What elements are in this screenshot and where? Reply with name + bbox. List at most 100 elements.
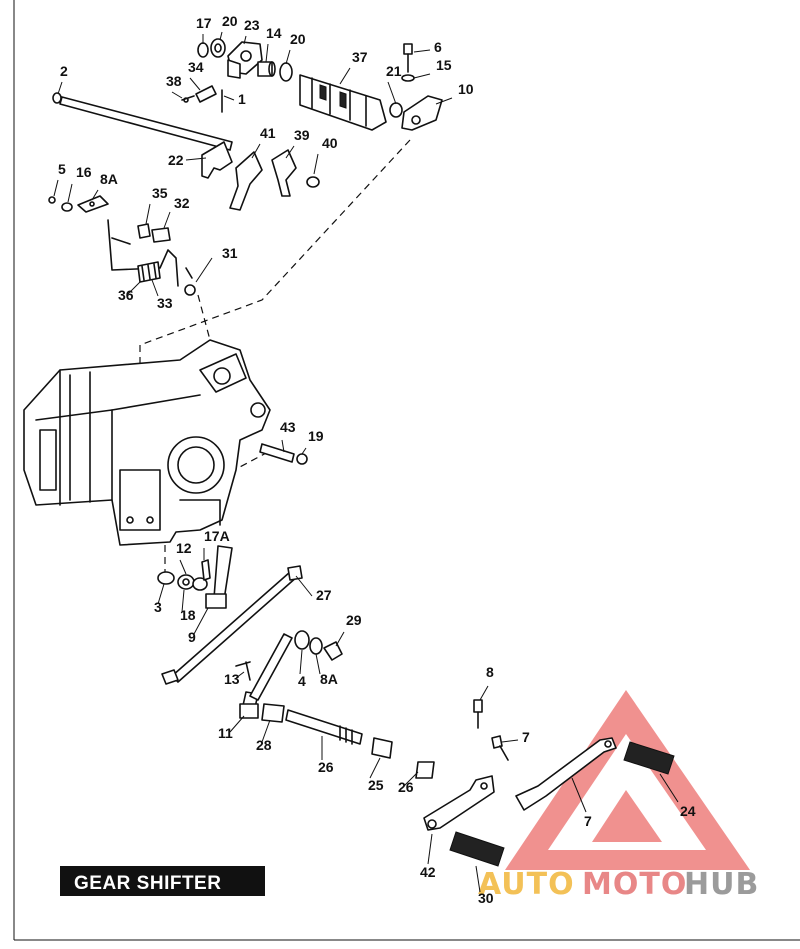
fork-shaft bbox=[52, 92, 233, 151]
callout-number: 25 bbox=[368, 777, 384, 793]
callout-number: 20 bbox=[222, 13, 238, 29]
watermark-part3: HUB bbox=[684, 867, 759, 902]
callout-number: 32 bbox=[174, 195, 190, 211]
callout-number: 10 bbox=[458, 81, 474, 97]
leader-line bbox=[427, 833, 433, 865]
leader-line bbox=[229, 715, 245, 733]
callout-number: 37 bbox=[352, 49, 368, 65]
leader-line bbox=[195, 257, 213, 283]
leader-line bbox=[479, 685, 489, 701]
leader-line bbox=[223, 95, 235, 101]
callout-number: 20 bbox=[290, 31, 306, 47]
callout-number: 33 bbox=[157, 295, 173, 311]
leader-line bbox=[571, 777, 587, 813]
leader-line bbox=[261, 719, 271, 743]
leader-line bbox=[285, 145, 295, 159]
transmission-case bbox=[23, 339, 271, 546]
leader-line bbox=[435, 97, 453, 105]
watermark-wordmark: AUTO MOTO HUB bbox=[478, 867, 759, 902]
detent-group bbox=[48, 195, 196, 296]
leader-line bbox=[285, 49, 291, 65]
leader-line bbox=[181, 589, 185, 613]
leader-line bbox=[235, 671, 245, 679]
leader-line bbox=[145, 203, 151, 225]
callout-number: 7 bbox=[522, 729, 530, 745]
callout-number: 24 bbox=[680, 803, 696, 819]
leader-line bbox=[299, 649, 303, 675]
callout-number: 3 bbox=[154, 599, 162, 615]
leader-line bbox=[403, 771, 419, 787]
callout-number: 23 bbox=[244, 17, 260, 33]
leader-line bbox=[369, 757, 381, 779]
callout-number: 17 bbox=[196, 15, 212, 31]
callout-number: 19 bbox=[308, 428, 324, 444]
shaft-group bbox=[235, 630, 435, 779]
callout-number: 2 bbox=[60, 63, 68, 79]
leader-line bbox=[315, 653, 321, 675]
watermark-part1: AUTO bbox=[478, 867, 575, 902]
callout-number: 22 bbox=[168, 152, 184, 168]
leader-line bbox=[313, 153, 319, 175]
leader-line bbox=[67, 183, 73, 203]
leader-line bbox=[243, 35, 247, 45]
callout-leaders bbox=[53, 31, 679, 893]
callout-number: 14 bbox=[266, 25, 282, 41]
leader-line bbox=[659, 773, 679, 803]
shift-forks bbox=[201, 141, 320, 211]
watermark-triangle-core bbox=[592, 790, 662, 842]
callout-number: 34 bbox=[188, 59, 204, 75]
shift-drum-group bbox=[181, 38, 443, 131]
callout-number: 18 bbox=[180, 607, 196, 623]
leader-line bbox=[339, 67, 351, 85]
leader-line bbox=[171, 91, 183, 99]
diagram-title: GEAR SHIFTER bbox=[74, 873, 221, 894]
leader-line bbox=[387, 81, 397, 105]
callout-number: 39 bbox=[294, 127, 310, 143]
callout-number: 30 bbox=[478, 890, 494, 906]
callout-number: 31 bbox=[222, 245, 238, 261]
case-pin bbox=[259, 443, 308, 465]
callout-number: 8 bbox=[486, 664, 494, 680]
title-box bbox=[60, 866, 265, 896]
leader-line bbox=[193, 607, 209, 635]
callout-number: 29 bbox=[346, 612, 362, 628]
leader-line bbox=[335, 631, 345, 647]
callout-number: 8A bbox=[320, 671, 338, 687]
callout-number: 13 bbox=[224, 671, 240, 687]
callout-number: 41 bbox=[260, 125, 276, 141]
leader-line bbox=[53, 179, 59, 197]
leader-line bbox=[295, 575, 313, 597]
callout-number: 11 bbox=[218, 725, 233, 741]
callout-number: 5 bbox=[58, 161, 66, 177]
assembly-dashed-lines bbox=[139, 139, 411, 575]
callout-number: 38 bbox=[166, 73, 182, 89]
shifter-linkage bbox=[157, 545, 303, 685]
callout-number: 26 bbox=[398, 779, 414, 795]
callout-number: 9 bbox=[188, 629, 196, 645]
leader-line bbox=[189, 77, 201, 91]
leader-line bbox=[251, 143, 261, 159]
leader-line bbox=[185, 157, 207, 161]
callout-number: 35 bbox=[152, 185, 168, 201]
callout-number: 4 bbox=[298, 673, 306, 689]
callout-number: 17A bbox=[204, 528, 230, 544]
callout-number: 27 bbox=[316, 587, 332, 603]
leader-line bbox=[127, 281, 141, 295]
leader-line bbox=[413, 73, 431, 79]
callout-number: 43 bbox=[280, 419, 296, 435]
callout-number: 16 bbox=[76, 164, 92, 180]
leader-line bbox=[301, 447, 307, 455]
leader-line bbox=[157, 583, 165, 605]
leader-line bbox=[501, 739, 519, 743]
callout-number: 28 bbox=[256, 737, 272, 753]
callout-number: 12 bbox=[176, 540, 192, 556]
pedal-group bbox=[423, 699, 675, 867]
leader-line bbox=[265, 43, 269, 63]
callout-number: 42 bbox=[0, 0, 16, 3]
callout-number: 15 bbox=[436, 57, 452, 73]
callout-number: 36 bbox=[118, 287, 134, 303]
watermark-part2: MOTO bbox=[582, 867, 687, 902]
